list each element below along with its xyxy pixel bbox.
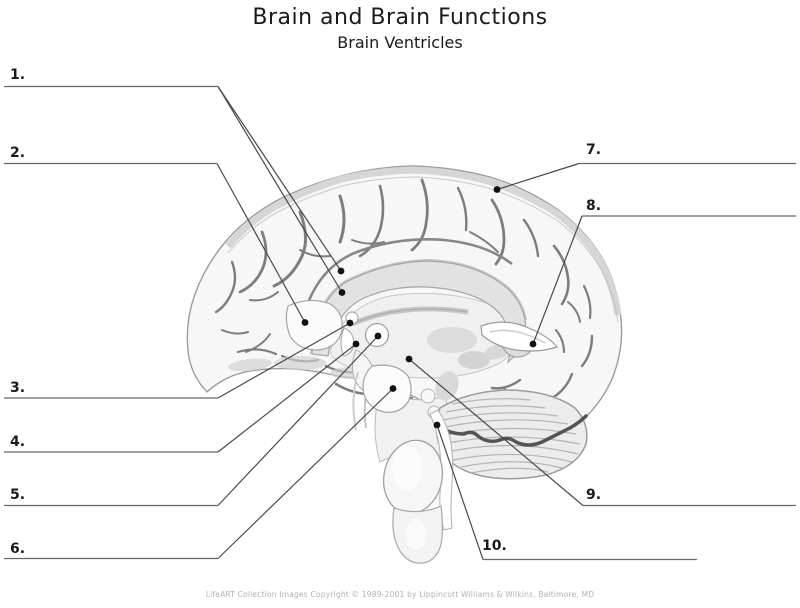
leader-line-5	[217, 335, 379, 506]
leader-line-6	[217, 388, 394, 559]
pointer-dot-1b	[338, 289, 346, 296]
leader-line-8	[532, 215, 583, 345]
interior-structures	[285, 237, 559, 395]
leader-line-4	[217, 343, 357, 453]
copyright-text: LifeART Collection Images Copyright © 19…	[205, 590, 595, 599]
page-title: Brain and Brain Functions	[252, 5, 548, 30]
pointer-dot-7	[493, 186, 501, 193]
label-5: 5.	[10, 487, 26, 503]
label-7: 7.	[586, 142, 602, 158]
cingulate-sulcus	[300, 237, 513, 323]
pointer-dot-1a	[337, 267, 345, 275]
leader-line-10	[436, 424, 484, 560]
pointer-dot-2	[301, 319, 309, 326]
posterior-horn	[480, 321, 559, 352]
leader-line-1a	[217, 86, 342, 272]
label-3: 3.	[10, 380, 26, 396]
leader-lines	[216, 86, 584, 560]
pointer-dot-5	[374, 332, 382, 340]
brain-illustration	[186, 165, 623, 564]
brainstem	[352, 364, 459, 463]
leader-line-9	[408, 358, 584, 506]
transverse-fissure	[436, 414, 588, 447]
page-subtitle: Brain Ventricles	[337, 33, 463, 52]
leader-line-7	[496, 162, 580, 191]
label-2: 2.	[10, 145, 26, 161]
leader-line-2	[216, 163, 306, 323]
pointer-dot-3	[346, 319, 354, 327]
cerebellum	[435, 389, 588, 480]
anterior-horn	[285, 299, 343, 351]
label-1: 1.	[10, 67, 26, 83]
pointer-dot-9	[405, 355, 413, 363]
midbrain	[362, 364, 412, 413]
answer-blanks	[4, 85, 796, 561]
pointer-dot-6	[389, 385, 397, 392]
label-10: 10.	[482, 538, 507, 554]
leader-line-1b	[217, 86, 343, 293]
label-4: 4.	[10, 434, 26, 450]
lower-brainstem	[382, 409, 454, 564]
pointer-dots	[301, 186, 537, 429]
fornix	[351, 308, 469, 325]
pointer-dot-8	[529, 340, 537, 348]
pointer-dot-4	[352, 340, 360, 348]
label-9: 9.	[586, 487, 602, 503]
label-6: 6.	[10, 541, 26, 557]
label-8: 8.	[586, 198, 602, 214]
leader-line-3	[217, 322, 351, 399]
pointer-dot-10	[433, 421, 441, 429]
